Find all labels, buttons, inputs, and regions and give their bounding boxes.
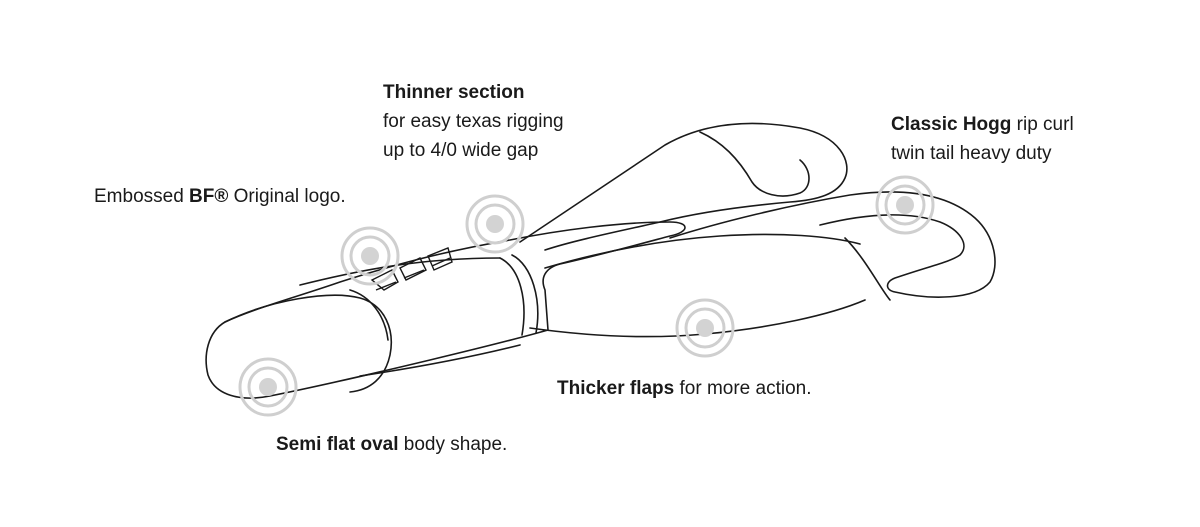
top-ridge	[299, 257, 501, 286]
bf-logo-emboss-icon	[370, 247, 453, 291]
hotspot-marker-icon	[675, 298, 735, 358]
callout-flaps-title: Thicker flaps	[557, 378, 675, 399]
hotspot-marker-icon	[875, 175, 935, 235]
callout-logo-bold: BF®	[189, 186, 229, 207]
lure-outline	[205, 122, 996, 399]
callout-body-title: Semi flat oval	[276, 434, 399, 455]
flap-top	[544, 233, 861, 269]
hotspot-markers	[238, 175, 935, 417]
callout-logo-pre: Embossed	[94, 186, 190, 207]
upper-tail-fold	[699, 131, 810, 197]
head-cap-edge	[349, 289, 389, 341]
callout-classic-hogg: Classic Hogg rip curl twin tail heavy du…	[891, 110, 1074, 168]
callout-logo-rest: Original logo.	[228, 186, 346, 207]
head-cap	[224, 294, 392, 393]
callout-hogg-rest: rip curl	[1011, 114, 1074, 135]
hotspot-marker-icon	[465, 194, 525, 254]
callout-thinner-title: Thinner section	[383, 82, 525, 103]
collar-ring-1	[499, 257, 525, 336]
lower-tail	[669, 191, 996, 298]
callout-flaps-rest: for more action.	[674, 378, 812, 399]
callout-body-shape: Semi flat oval body shape.	[276, 430, 507, 459]
callout-thinner-section: Thinner section for easy texas rigging u…	[383, 78, 564, 165]
under-ridge	[359, 344, 521, 377]
collar-ring-2	[511, 254, 539, 334]
hotspot-marker-icon	[238, 357, 298, 417]
callout-embossed-logo: Embossed BF® Original logo.	[94, 182, 346, 211]
callout-body-rest: body shape.	[398, 434, 508, 455]
hotspot-marker-icon	[340, 226, 400, 286]
lower-tail-inner	[844, 237, 891, 301]
callout-hogg-line2: twin tail heavy duty	[891, 143, 1052, 164]
callout-thicker-flaps: Thicker flaps for more action.	[557, 374, 812, 403]
body-outline	[205, 221, 686, 399]
callout-thinner-line2: for easy texas rigging	[383, 111, 564, 132]
callout-hogg-title: Classic Hogg	[891, 114, 1012, 135]
callout-thinner-line3: up to 4/0 wide gap	[383, 140, 539, 161]
